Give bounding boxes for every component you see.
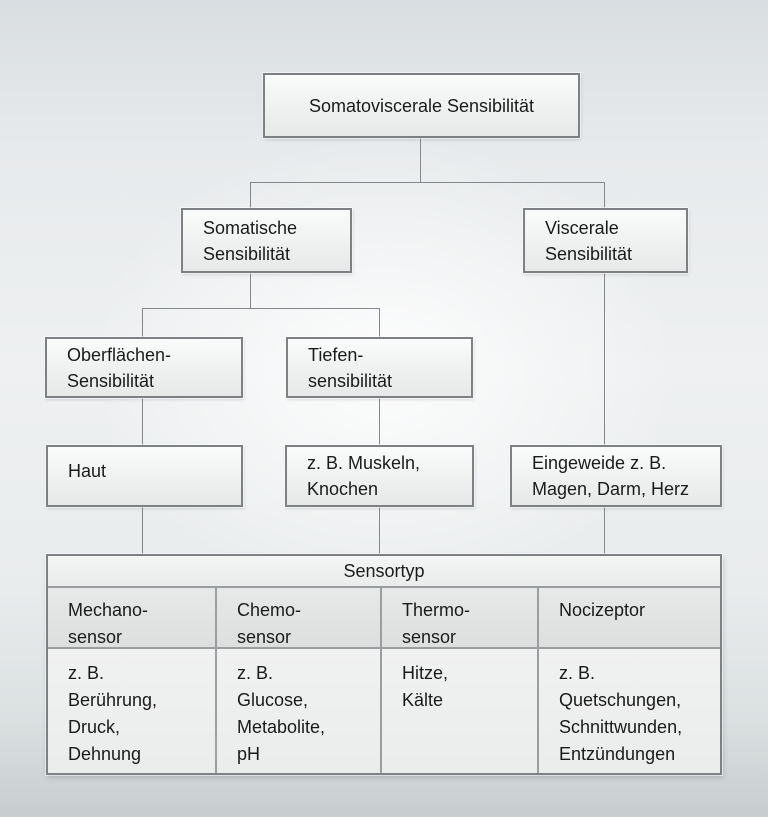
node-label: Eingeweide z. B. Magen, Darm, Herz <box>532 453 690 499</box>
column-header-label: Mechano- sensor <box>68 600 149 647</box>
examples-text: z. B. Quetschungen, Schnittwunden, Entzü… <box>559 663 683 764</box>
node-tiefensensibilitaet: Tiefen- sensibilität <box>286 337 473 398</box>
node-oberflaechen-sensibilitaet: Oberflächen- Sensibilität <box>45 337 243 398</box>
node-label: Oberflächen- Sensibilität <box>67 344 172 391</box>
column-header-chemosensor: Chemo- sensor <box>215 588 380 649</box>
examples-text: Hitze, Kälte <box>402 663 449 710</box>
column-header-mechanosensor: Mechano- sensor <box>48 588 215 649</box>
node-label: Somatische Sensibilität <box>203 217 298 264</box>
node-viscerale-sensibilitaet: Viscerale Sensibilität <box>523 208 688 273</box>
column-header-label: Chemo- sensor <box>237 600 302 647</box>
examples-chemosensor: z. B. Glucose, Metabolite, pH <box>215 649 380 773</box>
node-eingeweide: Eingeweide z. B. Magen, Darm, Herz <box>510 445 722 507</box>
node-label: Tiefen- sensibilität <box>308 344 393 391</box>
node-somatische-sensibilitaet: Somatische Sensibilität <box>181 208 352 273</box>
node-label: z. B. Muskeln, Knochen <box>307 453 421 499</box>
connector-group <box>142 138 605 556</box>
sensor-table: Sensortyp Mechano- sensor Chemo- sensor … <box>46 554 722 775</box>
column-header-nocizeptor: Nocizeptor <box>537 588 720 649</box>
node-somatoviscerale-sensibilitaet: Somatoviscerale Sensibilität <box>263 73 580 138</box>
sensor-table-title: Sensortyp <box>48 556 720 588</box>
node-haut: Haut <box>46 445 243 507</box>
node-muskeln-knochen: z. B. Muskeln, Knochen <box>285 445 474 507</box>
examples-nocizeptor: z. B. Quetschungen, Schnittwunden, Entzü… <box>537 649 720 773</box>
examples-thermosensor: Hitze, Kälte <box>380 649 537 773</box>
column-header-label: Nocizeptor <box>559 600 646 620</box>
node-label: Haut <box>68 461 107 481</box>
column-header-label: Thermo- sensor <box>402 600 471 647</box>
examples-text: z. B. Berührung, Druck, Dehnung <box>68 663 158 764</box>
examples-mechanosensor: z. B. Berührung, Druck, Dehnung <box>48 649 215 773</box>
column-header-thermosensor: Thermo- sensor <box>380 588 537 649</box>
node-label: Viscerale Sensibilität <box>545 217 633 264</box>
examples-text: z. B. Glucose, Metabolite, pH <box>237 663 326 764</box>
sensor-table-grid: Mechano- sensor Chemo- sensor Thermo- se… <box>48 588 720 773</box>
node-label: Somatoviscerale Sensibilität <box>308 95 535 116</box>
